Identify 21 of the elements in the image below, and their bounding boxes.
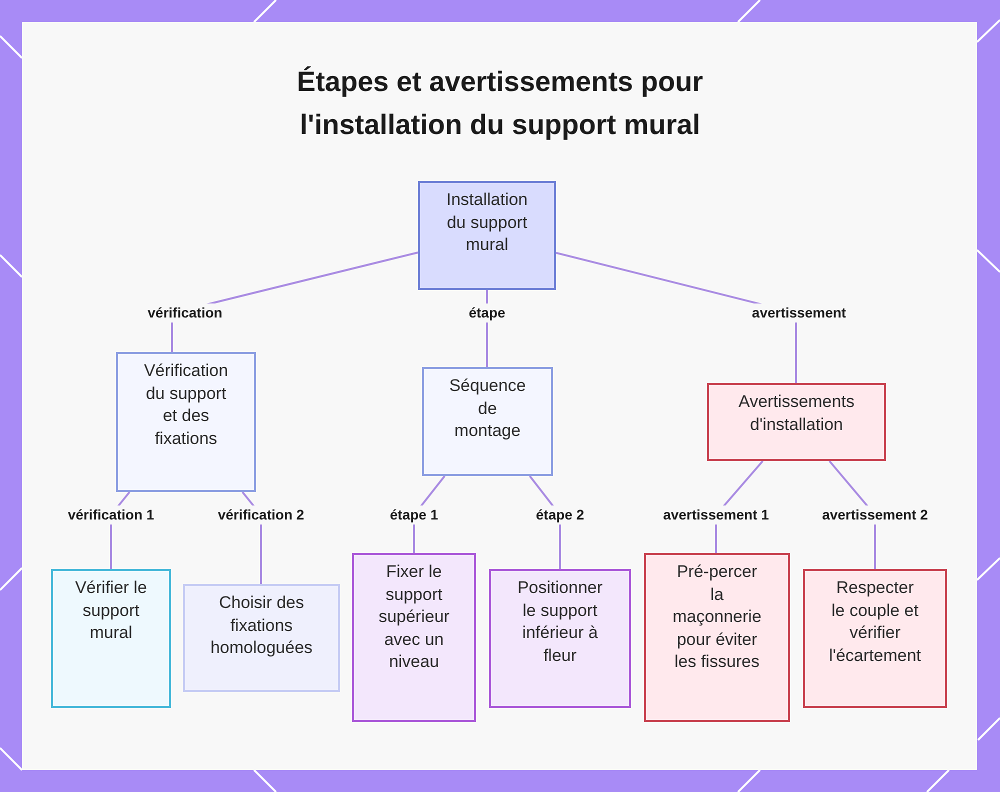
node-text: Respecter le couple et vérifier l'écartement [828,577,922,666]
node-text: Fixer le support supérieur avec un niveau [378,561,450,673]
process-box [183,584,340,692]
step-box [489,569,631,708]
node-text: Positionner le support inférieur à fleur [516,577,604,666]
node-text: Installation du support mural [445,189,529,256]
node-text: Vérification du support et des fixations [142,360,230,450]
warning-category-box [707,383,886,461]
warning-box [644,553,790,722]
diagram-title: Étapes et avertissements pour l'installation du support mural [296,65,704,142]
node-text: Choisir des fixations homologuées [209,592,314,659]
process-box [51,569,171,708]
step-box [352,553,476,722]
node-text: Vérifier le support mural [74,577,148,644]
category-box [116,352,256,492]
node-text: Pré-percer la maçonnerie pour éviter les fissures [672,561,762,673]
node-text: Avertissements d'installation [738,391,856,436]
warning-box [803,569,947,708]
node-text: Séquence de montage [448,375,527,442]
topic-box [418,181,556,290]
category-box [422,367,553,476]
